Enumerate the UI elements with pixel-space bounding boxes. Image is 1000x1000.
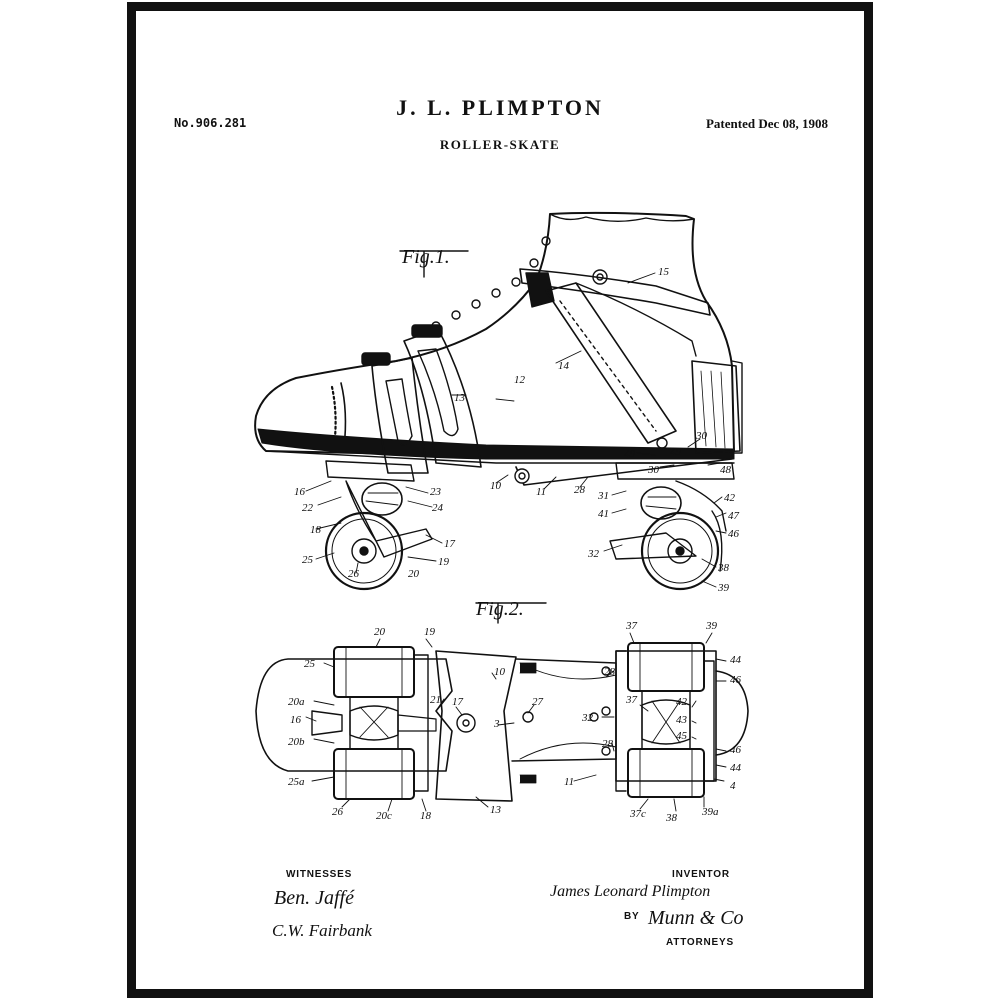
fig2-callout: 39a <box>701 806 719 818</box>
fig2-callout: 45 <box>676 730 688 742</box>
fig2-callout: 44 <box>730 762 742 774</box>
fig2-callout: 32 <box>581 712 594 724</box>
fig1-callout: 20 <box>408 568 420 580</box>
fig1-callout: 10 <box>490 480 502 492</box>
inventor-name: J. L. PLIMPTON <box>396 95 604 120</box>
fig2-callout: 37 <box>625 694 638 706</box>
fig1-callout: 49 <box>670 446 682 458</box>
fig2-callout: 17 <box>452 696 464 708</box>
fig1-callout: 19 <box>438 556 450 568</box>
patent-sheet: J. L. PLIMPTON ROLLER-SKATE No.906.281 P… <box>136 11 864 989</box>
fig1-callout: 18 <box>310 524 322 536</box>
fig1-callout: 17 <box>444 538 456 550</box>
poster-frame: J. L. PLIMPTON ROLLER-SKATE No.906.281 P… <box>127 2 873 998</box>
fig2-callout: 37c <box>629 808 646 820</box>
fig2-callout: 20b <box>288 736 305 748</box>
fig1-callout: 41 <box>598 508 609 520</box>
fig1-callout: 32 <box>587 548 600 560</box>
fig2-callout: 20c <box>376 810 392 822</box>
witnesses-label: WITNESSES <box>286 869 353 880</box>
fig2-callout: 25a <box>288 776 305 788</box>
fig1-callout: 11 <box>536 486 546 498</box>
fig1-callout: 13 <box>454 392 466 404</box>
fig1-callout: 16 <box>294 486 306 498</box>
fig1-callout: 31 <box>597 490 609 502</box>
fig2-callout: 11 <box>564 776 574 788</box>
fig1-callout: 30 <box>695 430 708 442</box>
fig1-callouts: 15 14 12 13 16 22 23 24 18 17 19 25 26 2… <box>294 266 740 594</box>
patented-date: Patented Dec 08, 1908 <box>705 116 828 131</box>
fig2-callout: 21 <box>430 694 441 706</box>
patent-number: No.906.281 <box>174 116 247 130</box>
fig2-callout: 16 <box>290 714 302 726</box>
fig1-callout: 25 <box>302 554 314 566</box>
fig1-callout: 26 <box>348 568 360 580</box>
fig2-callout: 19 <box>424 626 436 638</box>
fig2-callout: 3 <box>493 718 500 730</box>
attorneys-label: ATTORNEYS <box>666 937 734 948</box>
fig2-callout: 26 <box>332 806 344 818</box>
fig2-callout: 10 <box>494 666 506 678</box>
fig2-callout: 13 <box>490 804 502 816</box>
invention-title: ROLLER-SKATE <box>439 137 561 152</box>
fig2-callout: 20 <box>374 626 386 638</box>
fig1-callout: 28 <box>574 484 586 496</box>
figure-2-bottom-view <box>255 602 749 802</box>
fig1-label: Fig.1. <box>401 246 450 268</box>
fig2-callout: 4 <box>730 780 736 792</box>
fig2-callouts: 20 19 25 20a 16 20b 25a 21 17 10 3 27 26… <box>288 620 742 824</box>
fig2-callout: 44 <box>730 654 742 666</box>
fig2-callout: 43 <box>676 714 688 726</box>
fig1-callout: 24 <box>432 502 444 514</box>
fig1-callout: 47 <box>728 510 740 522</box>
fig1-callout: 48 <box>720 464 732 476</box>
fig1-callout: 38 <box>717 562 730 574</box>
attorney-signature: Munn & Co <box>648 907 744 929</box>
witness-signature-1: Ben. Jaffé <box>274 887 354 909</box>
fig1-callout: 39 <box>717 582 730 594</box>
fig1-callout: 22 <box>302 502 314 514</box>
fig2-callout: 42 <box>676 696 688 708</box>
by-label: BY <box>624 911 640 922</box>
fig2-callout: 28 <box>604 666 616 678</box>
fig1-callout: 49 <box>624 448 636 460</box>
fig1-callout: 42 <box>724 492 736 504</box>
fig1-callout: 46 <box>728 528 740 540</box>
fig1-callout: 14 <box>558 360 570 372</box>
fig1-callout: 15 <box>658 266 670 278</box>
fig2-callout: 28 <box>602 738 614 750</box>
fig2-callout: 27 <box>532 696 544 708</box>
fig2-callout: 37 <box>625 620 638 632</box>
figure-1-side-view <box>254 211 743 591</box>
fig1-callout: 12 <box>514 374 526 386</box>
callout-leaders <box>305 272 727 812</box>
fig2-callout: 25 <box>304 658 316 670</box>
patent-drawing: Fig.1. Fig.2. 15 14 12 13 16 22 23 24 18… <box>254 211 749 824</box>
fig1-callout: 30 <box>647 464 660 476</box>
fig2-label: Fig.2. <box>475 598 524 620</box>
fig2-callout: 46 <box>730 744 742 756</box>
fig2-callout: 46 <box>730 674 742 686</box>
inventor-signature: James Leonard Plimpton <box>550 883 711 900</box>
inventor-label: INVENTOR <box>672 869 730 880</box>
fig1-callout: 23 <box>430 486 442 498</box>
fig2-callout: 38 <box>665 812 678 824</box>
fig2-callout: 39 <box>705 620 718 632</box>
fig2-callout: 20a <box>288 696 305 708</box>
witness-signature-2: C.W. Fairbank <box>272 921 372 940</box>
fig2-callout: 18 <box>420 810 432 822</box>
